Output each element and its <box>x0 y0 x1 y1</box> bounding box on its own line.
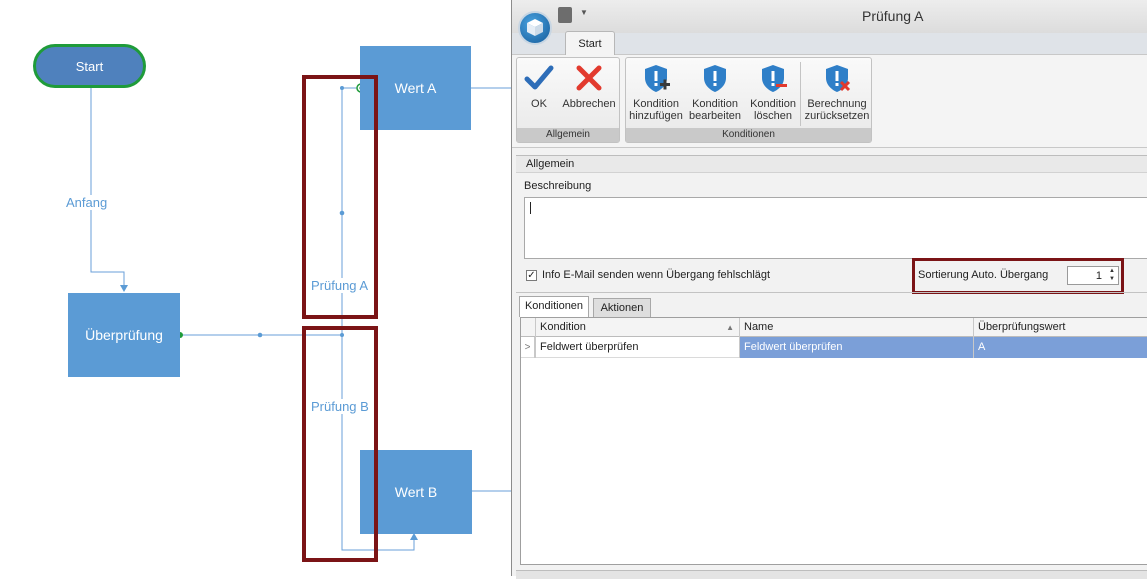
flow-check-label: Überprüfung <box>85 327 163 343</box>
checkmark-icon <box>524 65 554 90</box>
edge-label-check-a[interactable]: Prüfung A <box>310 278 370 293</box>
edge-label-check-b[interactable]: Prüfung B <box>310 399 370 414</box>
conditions-grid: Kondition ▲ Name Überprüfungswert > Feld… <box>520 317 1147 565</box>
quick-access-icon[interactable] <box>558 7 572 23</box>
tab-start[interactable]: Start <box>565 31 615 55</box>
flow-value-b-node[interactable]: Wert B <box>360 450 472 534</box>
tab-actions[interactable]: Aktionen <box>593 298 651 317</box>
window-title: Prüfung A <box>862 8 924 24</box>
highlight-box-check-a <box>302 75 378 319</box>
ribbon: OK Abbrechen Allgemein Kondition hi <box>512 54 1147 148</box>
sort-value: 1 <box>1095 270 1102 282</box>
close-icon <box>576 65 602 91</box>
flow-value-a-node[interactable]: Wert A <box>360 46 471 130</box>
app-menu-cube-icon[interactable] <box>518 11 552 45</box>
email-checkbox[interactable]: ✓ <box>526 270 537 281</box>
description-field[interactable] <box>524 197 1147 259</box>
add-condition-label-1: Kondition <box>633 98 679 110</box>
ribbon-group-conditions: Kondition hinzufügen Kondition bearbeite… <box>625 57 872 143</box>
text-caret <box>530 202 531 214</box>
delete-condition-label-1: Kondition <box>750 98 796 110</box>
email-checkbox-label: Info E-Mail senden wenn Übergang fehlsch… <box>542 269 771 281</box>
add-condition-label-2: hinzufügen <box>629 110 683 122</box>
ok-label: OK <box>531 98 547 110</box>
delete-condition-label-2: löschen <box>754 110 792 122</box>
flow-start-label: Start <box>75 58 104 74</box>
delete-condition-button[interactable]: Kondition löschen <box>746 62 800 122</box>
edit-condition-label-1: Kondition <box>692 98 738 110</box>
sort-ascending-icon: ▲ <box>726 323 734 332</box>
group-label-general: Allgemein <box>517 128 619 142</box>
shield-delete-icon <box>762 65 787 92</box>
flowchart-connectors <box>90 83 515 551</box>
divider <box>516 292 1147 293</box>
quick-access-dropdown-icon[interactable]: ▼ <box>580 8 588 17</box>
shield-add-icon <box>645 65 670 92</box>
group-label-conditions: Konditionen <box>626 128 871 142</box>
tab-conditions[interactable]: Konditionen <box>519 296 589 317</box>
status-bar <box>516 570 1147 579</box>
transition-dialog: ▼ Prüfung A Start OK Abbrechen <box>511 0 1147 579</box>
flow-value-a-label: Wert A <box>394 80 437 96</box>
highlight-box-check-b <box>302 326 378 562</box>
grid-corner <box>521 318 535 337</box>
grid-header: Kondition ▲ Name Überprüfungswert <box>521 318 1147 337</box>
column-header-value[interactable]: Überprüfungswert <box>973 318 1147 337</box>
description-label: Beschreibung <box>524 180 592 192</box>
spin-down-icon[interactable]: ▼ <box>1109 276 1115 282</box>
sort-label: Sortierung Auto. Übergang <box>918 269 1049 281</box>
edge-label-entry[interactable]: Anfang <box>65 195 109 210</box>
shield-edit-icon <box>704 65 726 92</box>
column-header-condition[interactable]: Kondition ▲ <box>535 318 739 337</box>
edit-condition-button[interactable]: Kondition bearbeiten <box>687 62 743 122</box>
highlight-box-sort <box>912 258 1124 294</box>
sort-spinner[interactable]: 1 ▲ ▼ <box>1067 266 1119 285</box>
flow-start-node[interactable]: Start <box>33 44 146 88</box>
table-row[interactable]: > Feldwert überprüfen Feldwert überprüfe… <box>521 337 1147 358</box>
spin-up-icon[interactable]: ▲ <box>1109 268 1115 274</box>
reset-calculation-label-1: Berechnung <box>807 98 867 110</box>
column-header-condition-label: Kondition <box>540 321 586 333</box>
reset-calculation-button[interactable]: Berechnung zurücksetzen <box>804 62 870 122</box>
cell-condition[interactable]: Feldwert überprüfen <box>535 337 739 358</box>
flow-value-b-label: Wert B <box>394 484 438 500</box>
shield-reset-icon <box>826 65 851 92</box>
title-bar: ▼ Prüfung A <box>512 0 1147 33</box>
row-indicator-chevron-icon: > <box>521 337 535 358</box>
cancel-label: Abbrechen <box>562 98 616 110</box>
cancel-button[interactable]: Abbrechen <box>561 62 617 110</box>
flow-check-node[interactable]: Überprüfung <box>68 293 180 377</box>
ok-button[interactable]: OK <box>521 62 557 110</box>
edit-condition-label-2: bearbeiten <box>689 110 741 122</box>
reset-calculation-label-2: zurücksetzen <box>804 110 870 122</box>
ribbon-tabstrip <box>512 33 1147 55</box>
cell-value[interactable]: A <box>973 337 1147 358</box>
column-header-name[interactable]: Name <box>739 318 973 337</box>
ribbon-group-general: OK Abbrechen Allgemein <box>516 57 620 143</box>
section-general-header[interactable]: Allgemein <box>516 155 1147 173</box>
cell-name[interactable]: Feldwert überprüfen <box>739 337 973 358</box>
ribbon-separator <box>800 62 801 126</box>
add-condition-button[interactable]: Kondition hinzufügen <box>627 62 685 122</box>
